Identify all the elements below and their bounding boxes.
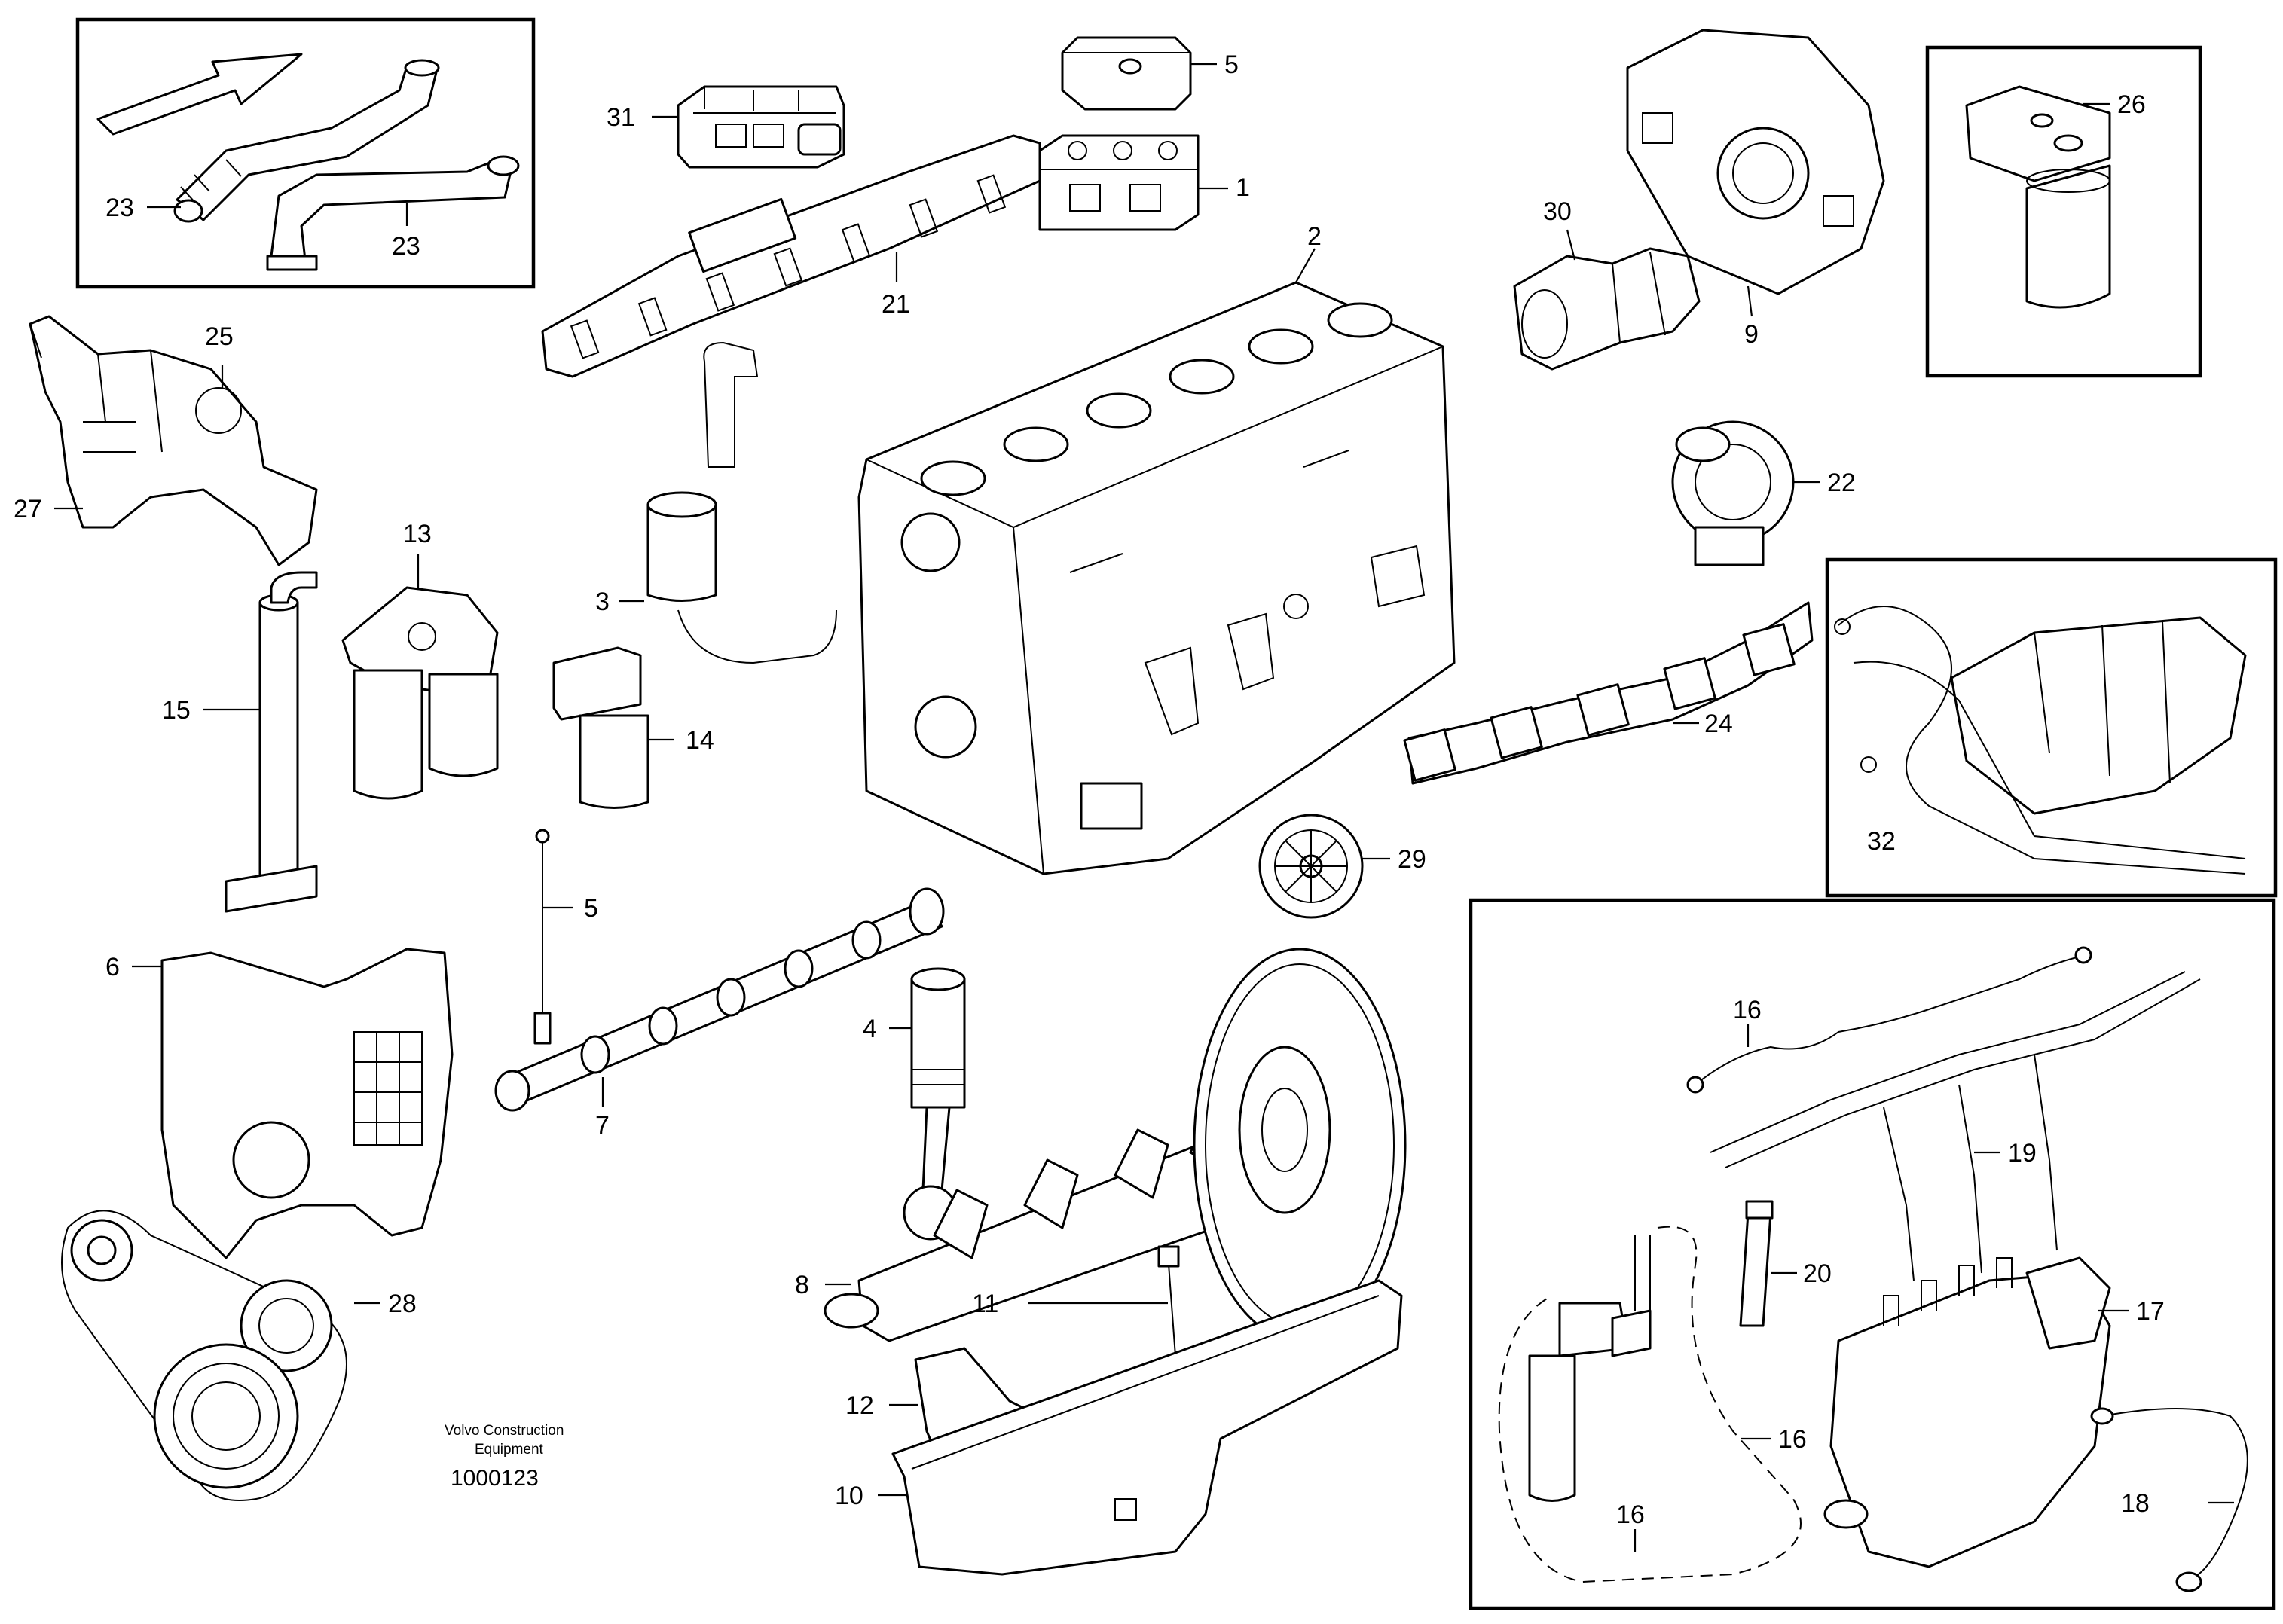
callout-19: 19 [2008,1139,2037,1168]
callout-28: 28 [388,1290,417,1318]
part-23-coolant-pipe-lower [266,155,520,271]
part-16-fuel-line-dashed [1498,1226,1802,1583]
callout-7: 7 [595,1111,610,1140]
callout-22: 22 [1827,469,1856,497]
callout-2: 2 [1307,222,1322,251]
leader-30 [1566,229,1576,261]
part-32-wiring-harness [1834,606,2247,875]
callout-6: 6 [105,953,120,981]
inset-box-filter-bracket [1925,45,2202,378]
callout-12: 12 [845,1391,874,1420]
part-15-breather-canister [225,571,318,913]
callout-9: 9 [1744,320,1759,349]
part-28-drive-belt-pulleys [61,1210,347,1501]
callout-32: 32 [1867,827,1896,856]
part-22-turbocharger [1671,420,1795,566]
callout-23-left: 23 [105,194,134,222]
part-31-rocker-assembly [677,85,845,169]
part-2-engine-block [857,281,1456,875]
callout-23-right: 23 [392,232,420,261]
part-10-oil-pan [891,1279,1403,1576]
callout-14: 14 [686,726,714,755]
part-17-injection-pump [1823,1256,2111,1568]
inset-box-fuel-system [1469,898,2276,1610]
part-24-exhaust-manifold [1403,601,1814,785]
callout-8: 8 [795,1271,809,1299]
part-16-fuel-line-upper [1686,946,2092,1094]
callout-31: 31 [607,103,635,132]
callout-29: 29 [1398,845,1426,874]
callout-4: 4 [863,1015,877,1043]
part-25-oil-cooler [29,315,318,566]
callout-30: 30 [1543,197,1572,226]
part-5-dipstick [533,829,552,1045]
part-5-rocker-cover-cap [1061,36,1192,111]
callout-10: 10 [835,1482,863,1510]
callout-3: 3 [595,588,610,616]
callout-13: 13 [403,520,432,548]
part-26-filter-bracket [1965,85,2111,309]
inset-box-coolant-pipes [75,17,536,289]
callout-17: 17 [2136,1297,2165,1326]
callout-16-middle: 16 [1778,1425,1807,1454]
part-20-injector [1739,1200,1774,1327]
part-21-intake-manifold [541,134,1041,378]
caption-line-1: Volvo Construction [445,1423,564,1439]
caption-doc-number: 1000123 [451,1466,539,1491]
callout-15: 15 [162,696,191,725]
callout-21: 21 [882,290,910,319]
fuel-filter-assembly [1528,1235,1652,1502]
callout-1: 1 [1236,173,1250,202]
callout-24: 24 [1704,710,1733,738]
part-19-injection-lines [1710,971,2201,1281]
inset-box-wiring-harness [1825,557,2278,898]
caption-line-2: Equipment [475,1442,544,1458]
part-18-fuel-pipe [2090,1407,2248,1592]
part-1-cylinder-head [1038,134,1200,231]
part-14-fuel-filter [552,646,649,809]
part-3-oil-separator [646,341,837,664]
leader-9 [1747,285,1753,317]
callout-27: 27 [14,495,42,524]
callout-26: 26 [2117,90,2146,119]
callout-11: 11 [972,1290,998,1318]
callout-20: 20 [1803,1259,1832,1288]
callout-16-top: 16 [1733,996,1762,1024]
part-9-flywheel-housing [1626,29,1885,295]
leader-2 [1295,248,1316,283]
flywheel [1193,948,1407,1342]
callout-5-cap: 5 [1224,50,1239,79]
callout-5-dipstick: 5 [584,894,598,923]
direction-arrow [96,53,303,136]
callout-18: 18 [2121,1489,2150,1518]
callout-25: 25 [205,322,234,351]
part-7-camshaft [494,887,945,1112]
callout-16-bottom: 16 [1616,1500,1645,1529]
part-30-starter-motor [1513,247,1701,371]
part-13-oil-filter-housing [341,586,499,800]
part-6-timing-cover [160,948,454,1259]
part-23-coolant-pipe-upper [173,59,440,223]
part-29-alternator [1258,814,1364,919]
